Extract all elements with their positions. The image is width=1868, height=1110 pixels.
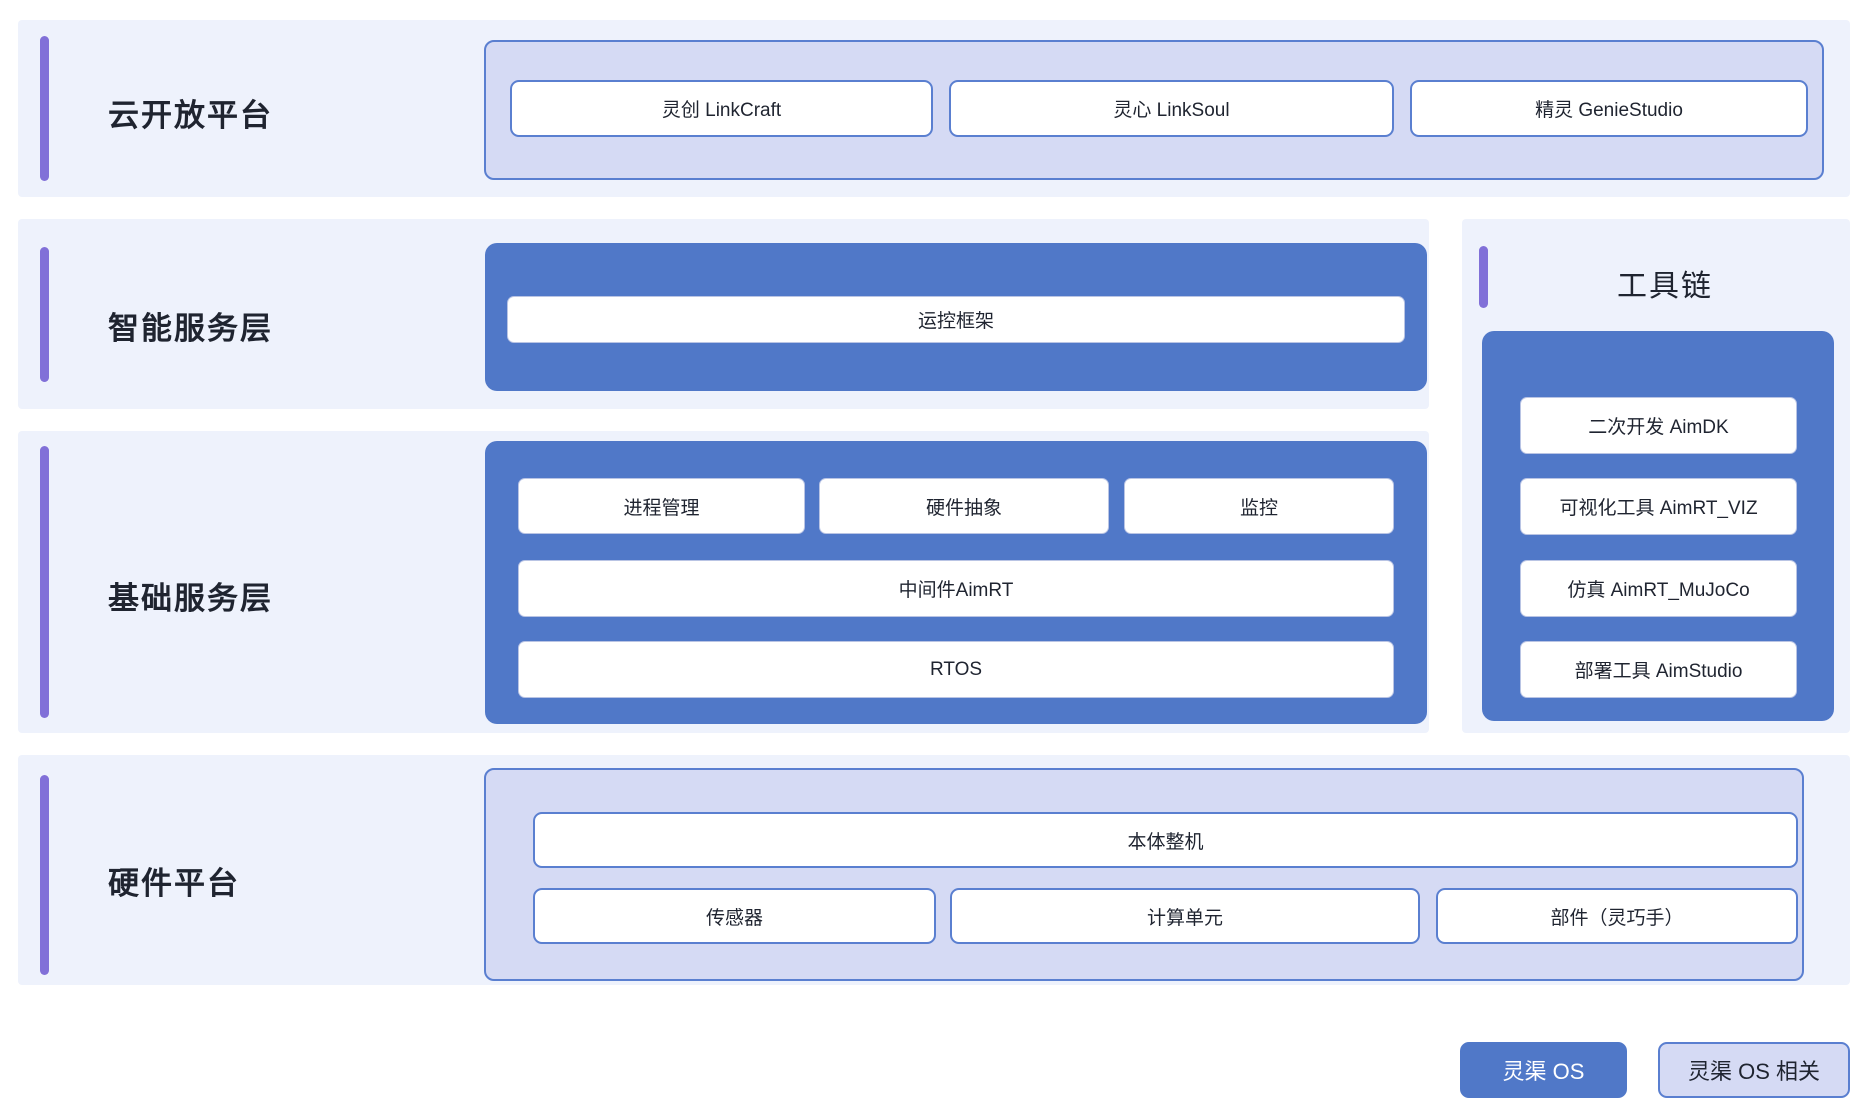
legend-primary-lingqu-os[interactable]: 灵渠 OS: [1460, 1042, 1627, 1098]
base-item-hardware-abstraction[interactable]: 硬件抽象: [819, 478, 1109, 534]
row-label-intelligent-service: 智能服务层: [108, 311, 273, 346]
hardware-platform-panel: [484, 768, 1804, 981]
cloud-item-linkcraft[interactable]: 灵创 LinkCraft: [510, 80, 933, 137]
row-accent-bar-cloud: [40, 36, 49, 181]
base-item-middleware-aimrt[interactable]: 中间件AimRT: [518, 560, 1394, 617]
cloud-item-linksoul[interactable]: 灵心 LinkSoul: [949, 80, 1394, 137]
row-accent-bar-intelligent: [40, 247, 49, 382]
toolchain-title: 工具链: [1617, 270, 1713, 303]
cloud-item-geniestudio[interactable]: 精灵 GenieStudio: [1410, 80, 1808, 137]
hardware-item-main-body[interactable]: 本体整机: [533, 812, 1798, 868]
row-accent-bar-base: [40, 446, 49, 718]
row-label-hardware-platform: 硬件平台: [108, 866, 240, 901]
toolchain-item-aimrt-mujoco[interactable]: 仿真 AimRT_MuJoCo: [1520, 560, 1797, 617]
intelligent-item-motion-control[interactable]: 运控框架: [507, 296, 1405, 343]
legend-secondary-lingqu-os-related[interactable]: 灵渠 OS 相关: [1658, 1042, 1850, 1098]
toolchain-item-aimdk[interactable]: 二次开发 AimDK: [1520, 397, 1797, 454]
base-item-monitoring[interactable]: 监控: [1124, 478, 1394, 534]
row-label-base-service: 基础服务层: [108, 581, 273, 616]
hardware-item-dexterous-hand[interactable]: 部件（灵巧手）: [1436, 888, 1798, 944]
hardware-item-compute-unit[interactable]: 计算单元: [950, 888, 1420, 944]
toolchain-item-aimstudio[interactable]: 部署工具 AimStudio: [1520, 641, 1797, 698]
hardware-item-sensor[interactable]: 传感器: [533, 888, 936, 944]
base-item-rtos[interactable]: RTOS: [518, 641, 1394, 698]
row-label-cloud-platform: 云开放平台: [108, 98, 273, 133]
toolchain-accent-bar: [1479, 246, 1488, 308]
toolchain-item-aimrt-viz[interactable]: 可视化工具 AimRT_VIZ: [1520, 478, 1797, 535]
base-item-process-management[interactable]: 进程管理: [518, 478, 805, 534]
row-accent-bar-hardware: [40, 775, 49, 975]
